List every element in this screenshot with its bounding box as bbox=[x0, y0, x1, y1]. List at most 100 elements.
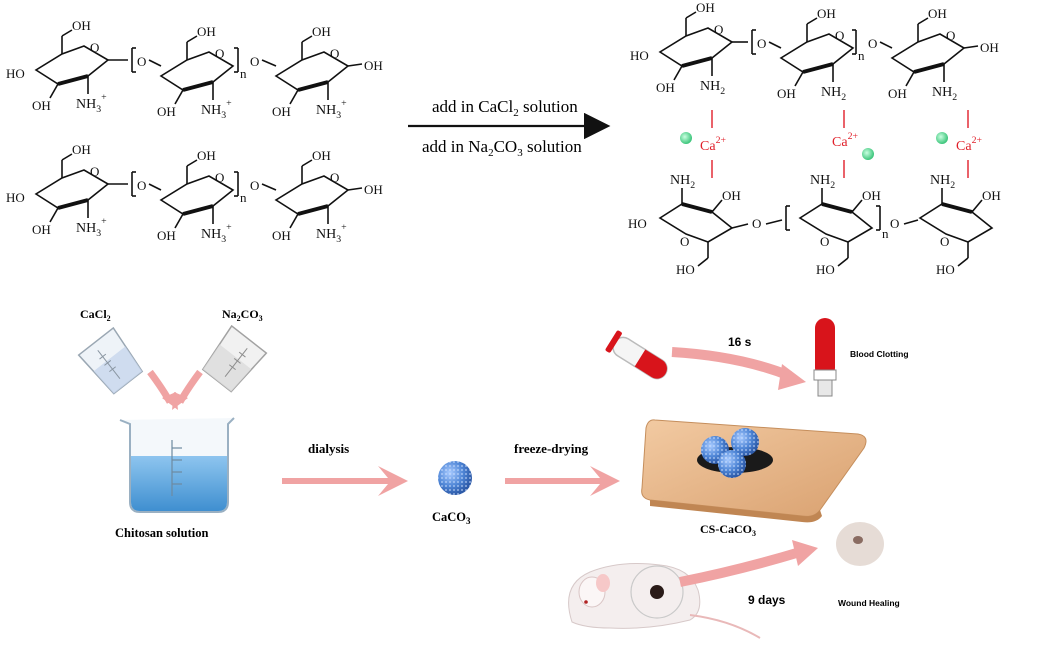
glycosidic-oxygen: O bbox=[250, 178, 259, 193]
freeze-drying-label: freeze-drying bbox=[514, 441, 589, 456]
calcium-ion: Ca2+ bbox=[700, 135, 726, 154]
blood-test-tube: 16 s bbox=[605, 330, 806, 390]
hydroxyl: OH bbox=[982, 188, 1001, 203]
dialysis-step: dialysis bbox=[282, 441, 408, 496]
ammonium-group: NH3+ bbox=[201, 98, 232, 121]
repeat-n: n bbox=[240, 190, 247, 205]
glycosidic-oxygen: O bbox=[137, 54, 146, 69]
ring-oxygen: O bbox=[330, 170, 339, 185]
reaction-arrow: add in CaCl2 solution add in Na2CO3 solu… bbox=[408, 97, 611, 159]
ammonium-group: NH3+ bbox=[76, 92, 107, 115]
calcium-ion: Ca2+ bbox=[956, 135, 982, 154]
chitosan-beaker: Chitosan solution bbox=[115, 417, 235, 540]
hydroxyl: HO bbox=[676, 262, 695, 277]
ring-oxygen: O bbox=[215, 46, 224, 61]
wound-healing-image: Wound Healing bbox=[836, 522, 900, 608]
ring-oxygen: O bbox=[90, 164, 99, 179]
ring-oxygen: O bbox=[946, 28, 955, 43]
hydroxyl: OH bbox=[656, 80, 675, 95]
hydroxyl: HO bbox=[816, 262, 835, 277]
dialysis-arrow bbox=[282, 466, 408, 496]
caco3-label: CaCO3 bbox=[432, 510, 471, 526]
beaker-label: Chitosan solution bbox=[115, 526, 208, 540]
amine-group: NH2 bbox=[932, 85, 957, 103]
amine-group: NH2 bbox=[700, 79, 725, 97]
terminal-hydroxyl: OH bbox=[364, 58, 383, 73]
hydroxyl: OH bbox=[197, 148, 216, 163]
ammonium-group: NH3+ bbox=[76, 216, 107, 239]
blood-clotting-label: Blood Clotting bbox=[850, 349, 909, 359]
cacl2-label: CaCl2 bbox=[80, 307, 111, 323]
repeat-n: n bbox=[882, 226, 889, 241]
repeat-n: n bbox=[240, 66, 247, 81]
ring-oxygen: O bbox=[835, 28, 844, 43]
calcium-ion: Ca2+ bbox=[832, 131, 858, 150]
chloride-ion bbox=[680, 132, 692, 144]
healing-time-label: 9 days bbox=[748, 593, 786, 607]
hydroxyl: OH bbox=[272, 104, 291, 119]
ring-oxygen: O bbox=[215, 170, 224, 185]
caco3-particle: CaCO3 bbox=[432, 461, 472, 526]
wound-healing-label: Wound Healing bbox=[838, 598, 900, 608]
terminal-hydroxyl: HO bbox=[630, 48, 649, 63]
hydroxyl: OH bbox=[888, 86, 907, 101]
hydroxyl: OH bbox=[272, 228, 291, 243]
ring-oxygen: O bbox=[90, 40, 99, 55]
terminal-hydroxyl: HO bbox=[6, 190, 25, 205]
ammonium-group: NH3+ bbox=[201, 222, 232, 245]
ammonium-group: NH3+ bbox=[316, 98, 347, 121]
freeze-drying-step: freeze-drying bbox=[505, 441, 620, 496]
hydroxyl: HO bbox=[936, 262, 955, 277]
ammonium-group: NH3+ bbox=[316, 222, 347, 245]
hydroxyl: OH bbox=[312, 148, 331, 163]
amine-group: NH2 bbox=[810, 173, 835, 191]
hydroxyl: OH bbox=[197, 24, 216, 39]
ring-oxygen: O bbox=[940, 234, 949, 249]
terminal-hydroxyl: HO bbox=[6, 66, 25, 81]
glycosidic-oxygen: O bbox=[137, 178, 146, 193]
na2co3-cup: Na2CO3 bbox=[172, 307, 268, 410]
reaction-condition-cacl2: add in CaCl2 solution bbox=[432, 97, 578, 119]
freeze-drying-arrow bbox=[505, 466, 620, 496]
reaction-condition-na2co3: add in Na2CO3 solution bbox=[422, 137, 582, 159]
hydroxyl: OH bbox=[157, 104, 176, 119]
healing-arrow bbox=[679, 547, 802, 587]
cs-caco3-patch: CS-CaCO3 bbox=[641, 419, 867, 538]
hydroxyl: OH bbox=[777, 86, 796, 101]
chitosan-chains-left: HOOOHNH3+OHOOOHNH3+OHnOOOHNH3+OHOHHOOOHN… bbox=[6, 18, 383, 245]
hydroxyl: OH bbox=[32, 222, 51, 237]
hydroxyl: OH bbox=[72, 18, 91, 33]
amine-group: NH2 bbox=[930, 173, 955, 191]
na2co3-label: Na2CO3 bbox=[222, 307, 263, 323]
hydroxyl: OH bbox=[72, 142, 91, 157]
mouse-model: 9 days bbox=[568, 540, 818, 639]
chloride-ion bbox=[862, 148, 874, 160]
amine-group: NH2 bbox=[670, 173, 695, 191]
ring-oxygen: O bbox=[680, 234, 689, 249]
cacl2-cup: CaCl2 bbox=[77, 307, 178, 410]
glycosidic-oxygen: O bbox=[250, 54, 259, 69]
clotted-tube: Blood Clotting bbox=[813, 318, 909, 397]
hydroxyl: OH bbox=[862, 188, 881, 203]
glycosidic-oxygen: O bbox=[890, 216, 899, 231]
clotting-time-label: 16 s bbox=[728, 335, 752, 349]
terminal-hydroxyl: OH bbox=[364, 182, 383, 197]
ring-oxygen: O bbox=[330, 46, 339, 61]
ring-oxygen: O bbox=[820, 234, 829, 249]
ring-oxygen: O bbox=[714, 22, 723, 37]
clotting-arrow bbox=[671, 347, 792, 381]
glycosidic-oxygen: O bbox=[757, 36, 766, 51]
hydroxyl: OH bbox=[722, 188, 741, 203]
repeat-n: n bbox=[858, 48, 865, 63]
calcium-crosslinked-chitosan: HOOOHNH2OHOOOHNH2OHnOOOHNH2OHOHCa2+Ca2+C… bbox=[628, 0, 1001, 277]
hydroxyl: OH bbox=[312, 24, 331, 39]
hydroxyl: OH bbox=[817, 6, 836, 21]
terminal-hydroxyl: HO bbox=[628, 216, 647, 231]
hydroxyl: OH bbox=[32, 98, 51, 113]
amine-group: NH2 bbox=[821, 85, 846, 103]
hydroxyl: OH bbox=[696, 0, 715, 15]
dialysis-label: dialysis bbox=[308, 441, 349, 456]
terminal-hydroxyl: OH bbox=[980, 40, 999, 55]
glycosidic-oxygen: O bbox=[868, 36, 877, 51]
